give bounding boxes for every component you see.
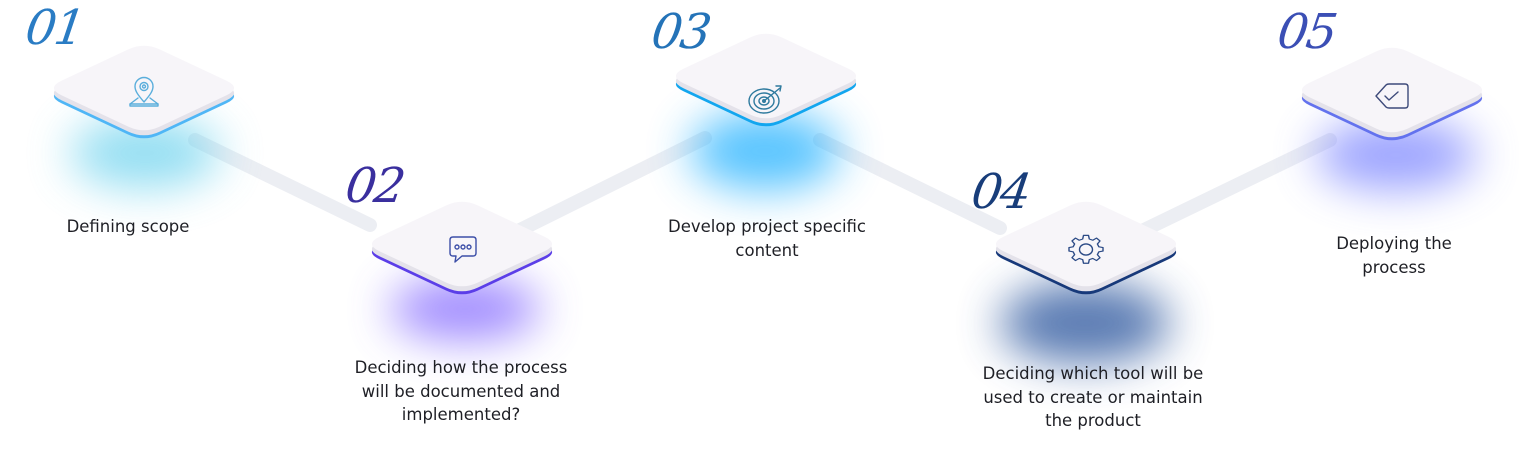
step-5-label-line-1: Deploying the xyxy=(1336,234,1452,253)
step-2-label: Deciding how the process will be documen… xyxy=(311,356,611,427)
step-4-glow xyxy=(1000,282,1170,364)
chat-bubble-icon xyxy=(442,230,482,270)
map-pin-icon xyxy=(124,74,164,114)
step-2-label-line-2: will be documented and xyxy=(361,381,561,401)
step-2-label-line-1: Deciding how the process xyxy=(354,358,568,377)
step-5-label-line-2: process xyxy=(1362,257,1426,277)
step-4-label-line-2: used to create or maintain xyxy=(983,387,1203,407)
step-3-tile xyxy=(668,28,864,128)
step-3-label-line-1: Develop project specific xyxy=(667,217,867,236)
step-3-label-line-2: content xyxy=(735,240,799,260)
step-4-label-line-1: Deciding which tool will be xyxy=(982,364,1204,383)
tile-face xyxy=(371,201,553,287)
step-5-label: Deploying the process xyxy=(1294,232,1494,279)
step-5-number: 05 xyxy=(1274,4,1340,60)
step-4-number: 04 xyxy=(968,164,1034,220)
step-4-label-line-3: the product xyxy=(1045,411,1141,430)
step-3-number: 03 xyxy=(648,4,714,60)
tag-check-icon xyxy=(1372,76,1412,116)
step-1-label-line-1: Defining scope xyxy=(66,217,190,236)
connector-3-4 xyxy=(813,133,1007,235)
target-icon xyxy=(746,80,786,120)
step-2-number: 02 xyxy=(342,158,408,214)
step-2-label-line-3: implemented? xyxy=(401,405,521,424)
step-4-label: Deciding which tool will be used to crea… xyxy=(943,362,1243,433)
step-1-number: 01 xyxy=(22,0,88,56)
connector-2-3 xyxy=(513,131,712,237)
step-1-tile xyxy=(46,40,242,140)
tile-shape xyxy=(995,201,1177,295)
step-1-label: Defining scope xyxy=(28,215,228,239)
tile-shape xyxy=(675,33,857,127)
tile-face xyxy=(675,33,857,119)
step-3-label: Develop project specific content xyxy=(617,215,917,262)
tile-shape xyxy=(53,45,235,139)
step-4-tile xyxy=(988,196,1184,296)
tile-face xyxy=(1301,47,1483,133)
gear-icon xyxy=(1066,230,1106,270)
connector-1-2 xyxy=(188,133,377,232)
connector-4-5 xyxy=(1133,133,1337,239)
